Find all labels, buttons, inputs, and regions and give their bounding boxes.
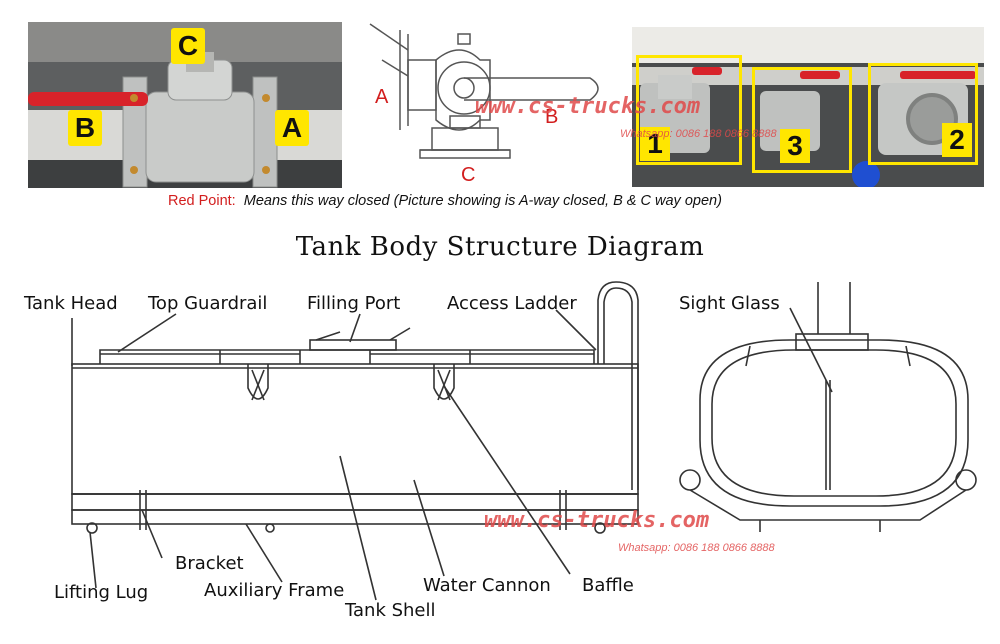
label-water-cannon: Water Cannon	[423, 575, 551, 596]
label-tank-head: Tank Head	[24, 293, 118, 314]
valve-tag-c: C	[171, 28, 205, 64]
valve-photo: C B A	[28, 22, 342, 188]
numbered-frame-2	[868, 63, 978, 165]
numbered-frame-1	[636, 55, 742, 165]
label-access-ladder: Access Ladder	[447, 293, 577, 314]
valve-number-3: 3	[780, 129, 810, 163]
label-filling-port: Filling Port	[307, 293, 401, 314]
valve-tag-a: A	[275, 110, 309, 146]
label-bracket: Bracket	[175, 553, 244, 574]
valve-number-1: 1	[640, 127, 670, 161]
label-baffle: Baffle	[582, 575, 634, 596]
label-tank-shell: Tank Shell	[345, 600, 436, 621]
label-lifting-lug: Lifting Lug	[54, 582, 149, 603]
watermark-site-top: www.cs-trucks.com	[475, 94, 701, 119]
valve-tag-b: B	[68, 110, 102, 146]
numbered-frame-3	[752, 67, 852, 173]
valve-number-2: 2	[942, 123, 972, 157]
label-sight-glass: Sight Glass	[679, 293, 780, 314]
watermark-whatsapp-bottom: Whatsapp: 0086 188 0866 8888	[618, 542, 775, 554]
watermark-whatsapp-top: Whatsapp: 0086 188 0866 8888	[620, 128, 777, 140]
red-point-caption: Red Point: Means this way closed (Pictur…	[168, 193, 722, 209]
red-point-label: Red Point:	[168, 193, 236, 209]
watermark-site-bottom: www.cs-trucks.com	[484, 508, 710, 533]
tank-structure-drawing	[71, 281, 977, 601]
drawing-label-a: A	[375, 86, 389, 108]
label-auxiliary-frame: Auxiliary Frame	[204, 580, 345, 601]
drawing-label-c: C	[461, 164, 476, 186]
valve-photos-numbered-illustration	[632, 27, 984, 187]
tank-shell-outline	[71, 363, 639, 495]
valve-photos-numbered: 1 3 2	[632, 27, 984, 187]
red-point-text: Means this way closed (Picture showing i…	[243, 193, 722, 209]
diagram-title: Tank Body Structure Diagram	[295, 232, 705, 262]
drawing-label-b: B	[545, 106, 559, 128]
valve-line-drawing	[369, 23, 599, 159]
label-top-guardrail: Top Guardrail	[148, 293, 268, 314]
